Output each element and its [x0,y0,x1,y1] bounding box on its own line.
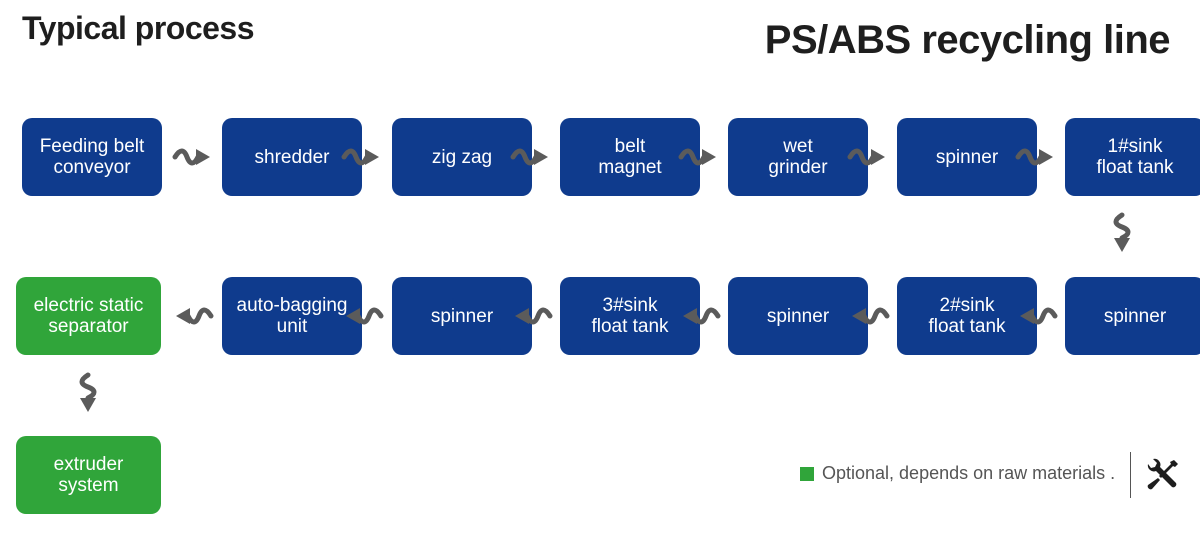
step-zig-zag: zig zag [392,118,532,196]
step-sink-float-tank-1: 1#sink float tank [1065,118,1200,196]
wavy-arrow-icon [679,305,721,327]
wavy-arrow-icon [77,372,99,416]
step-spinner-2: spinner [1065,277,1200,355]
legend-divider [1130,452,1131,498]
step-spinner-3: spinner [728,277,868,355]
wavy-arrow-icon [847,146,889,168]
step-extruder-system: extruder system [16,436,161,514]
legend-swatch-optional [800,466,814,481]
step-spinner-4: spinner [392,277,532,355]
wavy-arrow-icon [1015,146,1057,168]
wrench-screwdriver-icon [1142,456,1182,501]
legend: Optional, depends on raw materials . [800,463,1115,484]
wavy-arrow-icon [1016,305,1058,327]
wavy-arrow-icon [1111,212,1133,256]
wavy-arrow-icon [510,146,552,168]
step-spinner-1: spinner [897,118,1037,196]
step-sink-float-tank-2: 2#sink float tank [897,277,1037,355]
step-belt-magnet: belt magnet [560,118,700,196]
wavy-arrow-icon [342,305,384,327]
step-wet-grinder: wet grinder [728,118,868,196]
wavy-arrow-icon [678,146,720,168]
legend-text: Optional, depends on raw materials . [822,463,1116,483]
title-line-name: PS/ABS recycling line [764,18,1171,62]
step-auto-bagging-unit: auto-bagging unit [222,277,362,355]
wavy-arrow-icon [172,305,214,327]
step-sink-float-tank-3: 3#sink float tank [560,277,700,355]
wavy-arrow-icon [172,146,214,168]
wavy-arrow-icon [341,146,383,168]
wavy-arrow-icon [511,305,553,327]
step-shredder: shredder [222,118,362,196]
step-feeding-belt-conveyor: Feeding belt conveyor [22,118,162,196]
step-electric-static-separator: electric static separator [16,277,161,355]
wavy-arrow-icon [848,305,890,327]
title-typical-process: Typical process [22,10,255,46]
